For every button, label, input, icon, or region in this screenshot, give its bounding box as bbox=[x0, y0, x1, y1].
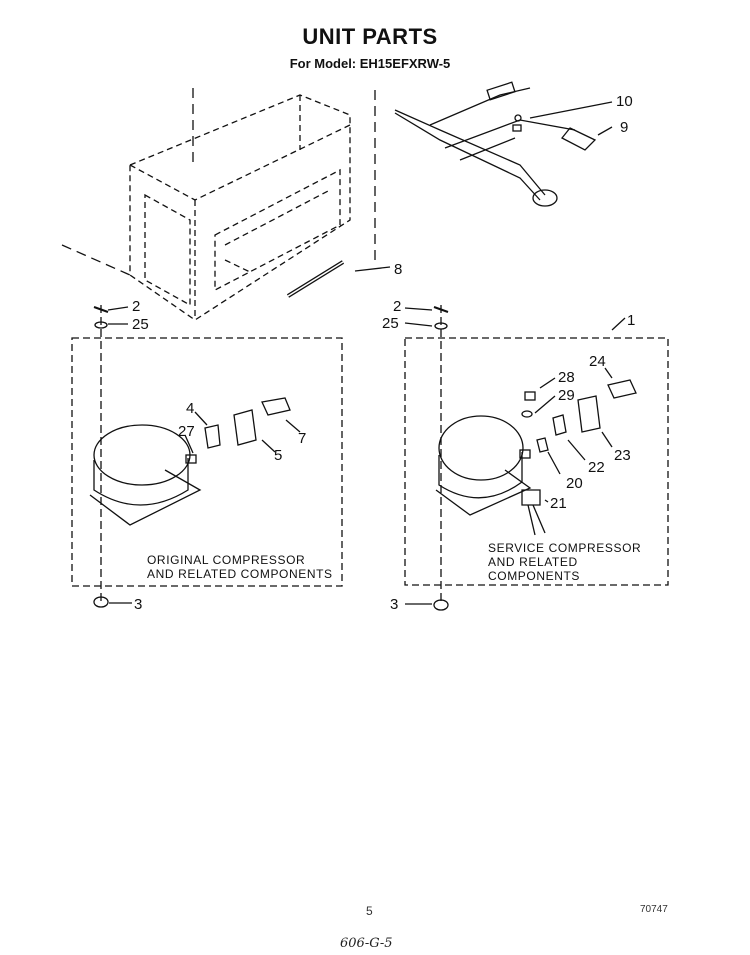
callout-2-right: 2 bbox=[393, 298, 401, 315]
callout-24: 24 bbox=[589, 353, 606, 370]
service-box-label-3: COMPONENTS bbox=[488, 569, 580, 583]
callout-3-right: 3 bbox=[390, 596, 398, 613]
callout-22: 22 bbox=[588, 459, 605, 476]
callout-23: 23 bbox=[614, 447, 631, 464]
service-compressor-box bbox=[404, 337, 669, 586]
part-8-tube bbox=[286, 260, 345, 298]
callout-25-left: 25 bbox=[132, 316, 149, 333]
original-box-label-2: AND RELATED COMPONENTS bbox=[147, 567, 333, 581]
callout-1: 1 bbox=[627, 312, 635, 329]
original-compressor bbox=[89, 424, 202, 526]
handwritten-note: 606-G-5 bbox=[340, 936, 393, 951]
callout-3-left: 3 bbox=[134, 596, 142, 613]
callout-10: 10 bbox=[616, 93, 633, 110]
callout-9: 9 bbox=[620, 119, 628, 136]
cabinet-outline bbox=[129, 94, 351, 321]
callout-27: 27 bbox=[178, 423, 195, 440]
callout-28: 28 bbox=[558, 369, 575, 386]
callout-20: 20 bbox=[566, 475, 583, 492]
service-box-label-2: AND RELATED bbox=[488, 555, 578, 569]
original-box-label-1: ORIGINAL COMPRESSOR bbox=[147, 553, 305, 567]
callout-2-left: 2 bbox=[132, 298, 140, 315]
service-box-label-1: SERVICE COMPRESSOR bbox=[488, 541, 641, 555]
wiring-harness bbox=[394, 81, 597, 207]
service-compressor bbox=[435, 415, 532, 516]
callout-25-right: 25 bbox=[382, 315, 399, 332]
page-title: UNIT PARTS bbox=[302, 24, 438, 49]
original-compressor-box bbox=[71, 337, 343, 587]
model-subtitle: For Model: EH15EFXRW-5 bbox=[289, 56, 451, 71]
callout-7: 7 bbox=[298, 430, 306, 447]
callout-8: 8 bbox=[394, 261, 402, 278]
callout-29: 29 bbox=[558, 387, 575, 404]
callout-4: 4 bbox=[186, 400, 194, 417]
callout-5: 5 bbox=[274, 447, 282, 464]
callout-21: 21 bbox=[550, 495, 567, 512]
document-code: 70747 bbox=[640, 904, 668, 915]
page-number: 5 bbox=[366, 904, 373, 918]
